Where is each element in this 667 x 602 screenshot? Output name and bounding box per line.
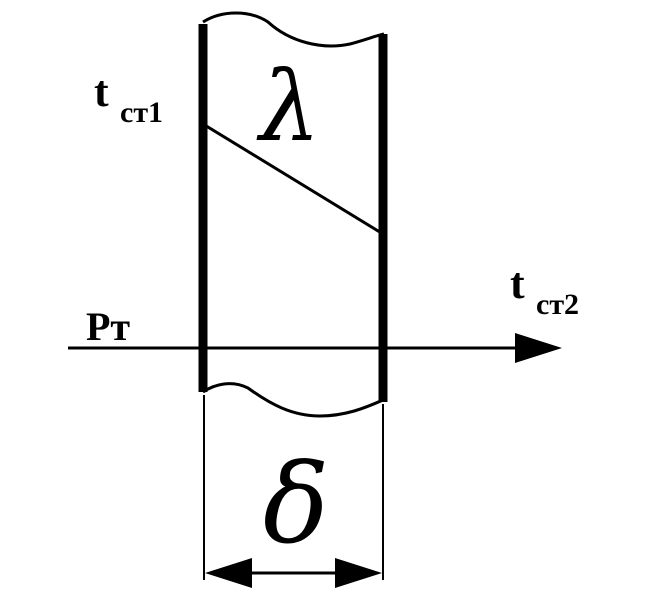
- thickness-symbol: δ: [263, 440, 329, 568]
- temperature-profile-line: [202, 122, 384, 236]
- heat-flux-label: Рт: [86, 304, 130, 349]
- dimension-arrow-left: [205, 558, 252, 588]
- wall2-temperature-subscript: ст2: [536, 288, 579, 321]
- conductivity-symbol: λ: [256, 51, 321, 163]
- wall1-temperature-t: t: [94, 67, 109, 116]
- wall2-temperature-t: t: [510, 259, 525, 308]
- heat-flux-arrowhead: [515, 333, 562, 363]
- wall-bottom-break-line: [202, 382, 384, 418]
- dimension-arrow-right: [335, 558, 382, 588]
- wall1-temperature-subscript: ст1: [120, 96, 163, 129]
- wall-top-break-line: [202, 11, 385, 48]
